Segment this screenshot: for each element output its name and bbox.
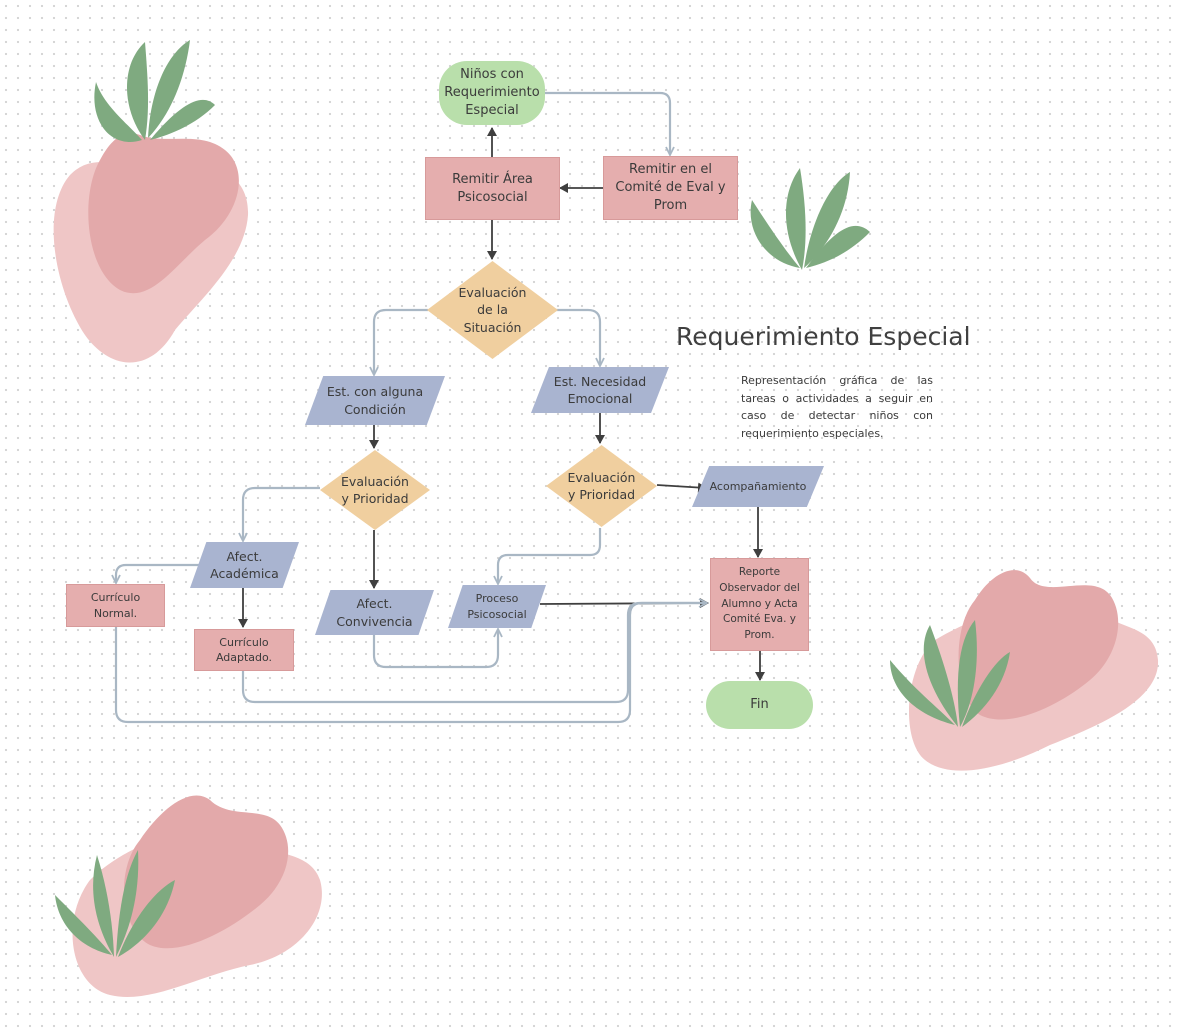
eval-prioridad-1-label: Evaluación y Prioridad xyxy=(341,473,409,506)
plant-right xyxy=(890,570,1159,771)
diagram-title: Requerimiento Especial xyxy=(676,322,971,351)
diamond-shape xyxy=(320,450,430,530)
reporte-label: Reporte Observador del Alumno y Acta Com… xyxy=(719,566,800,642)
start-label: Niños con Requerimiento Especial xyxy=(444,67,540,118)
reporte-node[interactable]: Reporte Observador del Alumno y Acta Com… xyxy=(710,558,809,651)
remitir-area-label: Remitir Área Psicosocial xyxy=(452,171,533,205)
link-prioridad1-to-academica xyxy=(243,486,320,540)
start-node[interactable]: Niños con Requerimiento Especial xyxy=(439,61,545,125)
est-condicion-label: Est. con alguna Condición xyxy=(326,384,424,417)
link-eval-to-emocional xyxy=(556,308,600,365)
link-eval-to-condicion xyxy=(374,308,428,374)
eval-situacion-node[interactable]: Evaluación de la Situación xyxy=(427,261,558,359)
afect-convivencia-label: Afect. Convivencia xyxy=(336,596,413,629)
curriculo-normal-node[interactable]: Currículo Normal. xyxy=(66,584,165,627)
link-adaptado-to-reporte xyxy=(241,601,706,704)
diamond-shape xyxy=(427,261,558,359)
plant-top-left xyxy=(53,40,249,363)
link-prioridad2-to-acomp xyxy=(656,482,707,493)
parallelogram-shape xyxy=(692,466,824,507)
afect-academica-node[interactable]: Afect. Académica xyxy=(190,542,299,588)
proceso-psicosocial-node[interactable]: Proceso Psicosocial xyxy=(448,585,546,628)
remitir-comite-node[interactable]: Remitir en el Comité de Eval y Prom xyxy=(603,156,738,220)
afect-academica-label: Afect. Académica xyxy=(210,548,279,581)
parallelogram-shape xyxy=(315,590,434,635)
est-emocional-label: Est. Necesidad Emocional xyxy=(553,373,647,406)
curriculo-adaptado-node[interactable]: Currículo Adaptado. xyxy=(194,629,294,671)
remitir-comite-label: Remitir en el Comité de Eval y Prom xyxy=(615,162,726,213)
plant-top-right xyxy=(750,168,870,270)
link-prioridad2-to-proceso xyxy=(498,528,602,583)
diagram-description: Representación gráfica de las tareas o a… xyxy=(741,374,933,440)
eval-situacion-label: Evaluación de la Situación xyxy=(458,285,527,335)
fin-label: Fin xyxy=(750,697,769,713)
link-academica-to-normal xyxy=(116,563,200,582)
parallelogram-shape xyxy=(190,542,299,588)
est-condicion-node[interactable]: Est. con alguna Condición xyxy=(305,376,445,425)
link-convivencia-to-proceso xyxy=(372,630,498,669)
est-emocional-node[interactable]: Est. Necesidad Emocional xyxy=(531,367,669,413)
link-start-to-comite xyxy=(545,91,670,154)
parallelogram-shape xyxy=(448,585,546,628)
fin-node[interactable]: Fin xyxy=(706,681,813,729)
afect-convivencia-node[interactable]: Afect. Convivencia xyxy=(315,590,434,635)
eval-prioridad-2-node[interactable]: Evaluación y Prioridad xyxy=(546,445,657,527)
parallelogram-shape xyxy=(305,376,445,425)
curriculo-adaptado-label: Currículo Adaptado. xyxy=(215,635,273,664)
eval-prioridad-2-label: Evaluación y Prioridad xyxy=(567,469,636,502)
link-normal-to-reporte xyxy=(114,603,706,724)
eval-prioridad-1-node[interactable]: Evaluación y Prioridad xyxy=(320,450,430,530)
plant-bottom-left xyxy=(55,795,322,998)
curriculo-normal-label: Currículo Normal. xyxy=(90,591,141,620)
acompanamiento-node[interactable]: Acompañamiento xyxy=(692,466,824,507)
diamond-shape xyxy=(546,445,657,527)
acompanamiento-label: Acompañamiento xyxy=(709,479,807,493)
remitir-area-node[interactable]: Remitir Área Psicosocial xyxy=(425,157,560,220)
proceso-psicosocial-label: Proceso Psicosocial xyxy=(467,592,527,621)
parallelogram-shape xyxy=(531,367,669,413)
